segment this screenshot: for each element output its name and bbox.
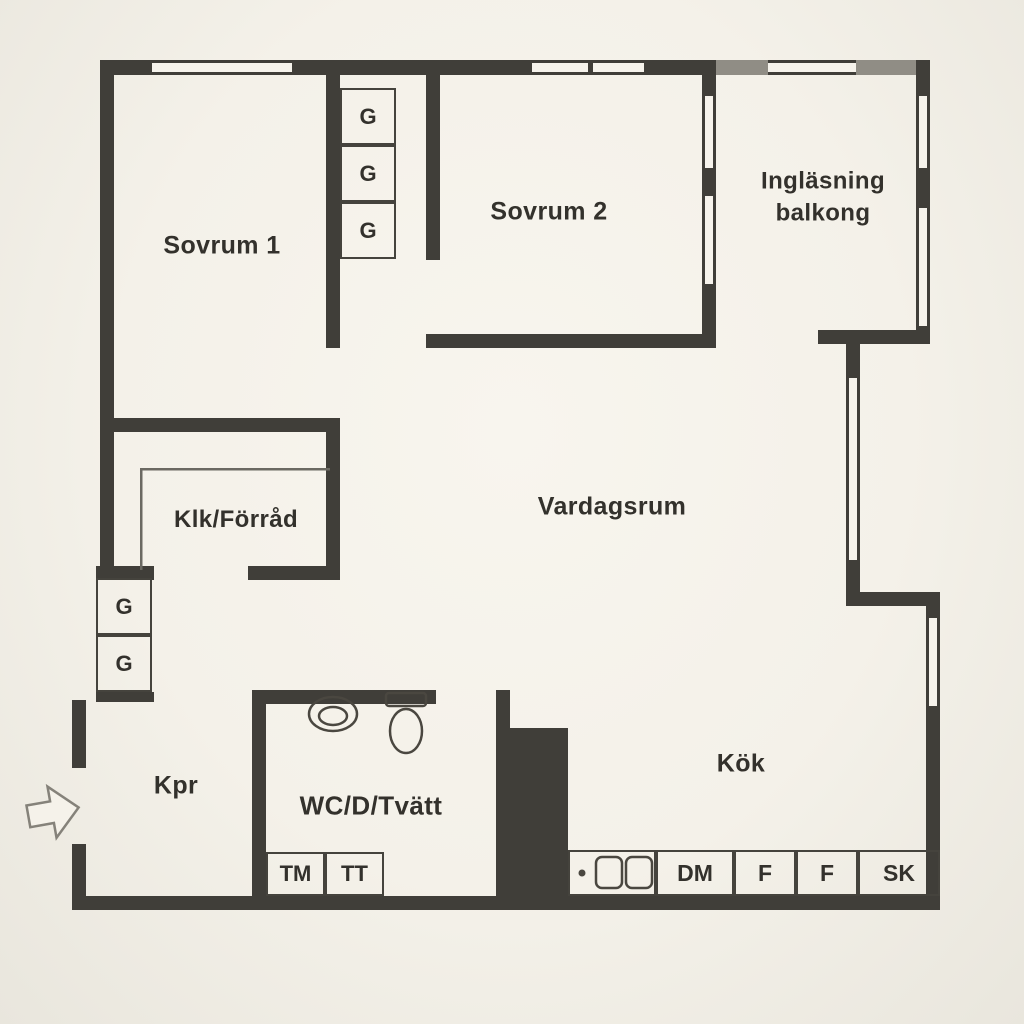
sink-icon [307, 695, 359, 733]
wall-shaft [510, 728, 568, 910]
window-balcony-top-line-top [768, 60, 856, 63]
window-balcony-right1-line-l [916, 96, 919, 168]
window-partition2-line-r [713, 196, 716, 284]
room-label-wc: WC/D/Tvätt [299, 790, 443, 821]
wall-sovrum1-right [326, 60, 340, 348]
wall-klk-right [326, 418, 340, 580]
window-sovrum1-bg [152, 60, 292, 75]
wall-left-lower-below-door [72, 844, 86, 910]
wall-klk-bottom-left [96, 566, 154, 580]
kitchen-sink-cell [568, 850, 656, 896]
window-vardagsrum-bg [846, 378, 860, 560]
wall-right-step [846, 592, 940, 606]
wall-left-upper [100, 60, 114, 572]
wall-klk-bottom-right [248, 566, 340, 580]
wardrobe-box-left-2: G [96, 635, 152, 692]
dryer-box: TT [325, 852, 384, 896]
window-balcony-right1-bg [916, 96, 930, 168]
toilet-bowl-icon [388, 707, 424, 755]
wall-balcony-bottom [818, 330, 930, 344]
room-label-sovrum1: Sovrum 1 [163, 231, 281, 260]
window-partition1-bg [702, 96, 716, 168]
window-sovrum1-line-bottom [152, 72, 292, 75]
wall-bathroom-right [496, 690, 510, 910]
klk-thin-line-top [140, 468, 330, 471]
wardrobe-box-top-2: G [340, 145, 396, 202]
kitchen-sink-basin-right-icon [624, 855, 654, 890]
kitchen-sink-drain-icon [578, 869, 586, 877]
entrance-arrow-icon [25, 783, 81, 841]
room-label-vardagsrum: Vardagsrum [537, 492, 687, 521]
window-balcony-top-line-bottom [768, 72, 856, 75]
wardrobe-box-top-3: G [340, 202, 396, 259]
window-balcony-top-bg [768, 60, 856, 75]
fridge-cell-2: F [796, 850, 858, 896]
window-partition1-line-l [702, 96, 705, 168]
window-kok-line-r [937, 618, 940, 706]
window-partition1-line-r [713, 96, 716, 168]
wall-sovrum2-left [426, 74, 440, 260]
room-label-kok: Kök [716, 749, 766, 778]
window-vardagsrum-line-r [857, 378, 860, 560]
wall-sovrum1-bottom [100, 418, 340, 432]
wall-sovrum2-bottom [426, 334, 716, 348]
window-balcony-right2-line-r [927, 208, 930, 326]
wall-bathroom-left [252, 690, 266, 896]
wall-left-lower-above-door [72, 700, 86, 768]
window-kok-line-l [926, 618, 929, 706]
window-sovrum1-line-top [152, 60, 292, 63]
klk-thin-line-left [140, 468, 143, 570]
window-balcony-right1-line-r [927, 96, 930, 168]
window-balcony-right2-bg [916, 208, 930, 326]
room-label-klk: Klk/Förråd [173, 506, 299, 533]
wall-stub-below-closets [96, 692, 154, 702]
dishwasher-cell: DM [656, 850, 734, 896]
window-vardagsrum-line-l [846, 378, 849, 560]
wardrobe-box-top-1: G [340, 88, 396, 145]
fridge-cell-1: F [734, 850, 796, 896]
room-label-balkong-line2: balkong [775, 200, 871, 227]
window-kok-bg [926, 618, 940, 706]
room-label-balkong: Ingläsning balkong [703, 166, 943, 231]
windows [152, 60, 940, 706]
room-label-sovrum2: Sovrum 2 [490, 197, 608, 226]
window-partition2-line-l [702, 196, 705, 284]
cabinet-cell: SK [858, 850, 940, 896]
window-sovrum2-mullion [588, 60, 593, 75]
room-label-balkong-line1: Ingläsning [761, 167, 885, 195]
sink-basin-icon [317, 705, 349, 727]
window-balcony-right2-line-l [916, 208, 919, 326]
washing-machine-box: TM [266, 852, 325, 896]
room-label-kpr: Kpr [153, 771, 199, 800]
wardrobe-box-left-1: G [96, 578, 152, 635]
toilet-tank-icon [384, 691, 428, 708]
kitchen-sink-basin-left-icon [594, 855, 624, 890]
window-partition2-bg [702, 196, 716, 284]
